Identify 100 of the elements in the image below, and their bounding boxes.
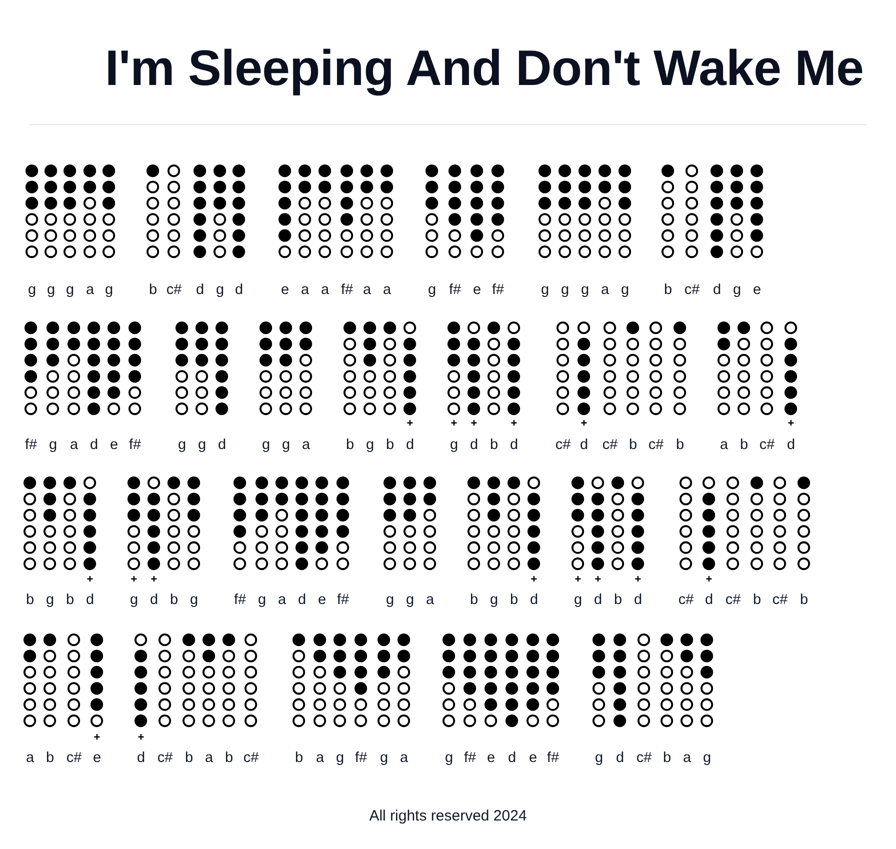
- note-name: g: [620, 282, 630, 298]
- note-name: d: [86, 592, 94, 608]
- note-name: g: [540, 282, 550, 298]
- octave-mark: +: [510, 418, 518, 430]
- note-name: f#: [234, 592, 246, 608]
- note-name: g: [262, 438, 270, 452]
- note-name: c#: [678, 592, 694, 608]
- note-name: b: [148, 282, 158, 298]
- note-name: b: [170, 592, 178, 608]
- note-name: d: [510, 438, 518, 452]
- note-name: g: [48, 438, 58, 452]
- note-name: c#: [684, 282, 700, 298]
- note-name: g: [130, 592, 138, 608]
- note-name: b: [490, 438, 498, 452]
- note-name: g: [574, 592, 582, 608]
- note-name: g: [560, 282, 570, 298]
- octave-mark: +: [138, 732, 144, 744]
- note-name: a: [278, 592, 286, 608]
- note-name: c#: [636, 750, 652, 766]
- note-name: e: [528, 750, 538, 766]
- note-name: a: [400, 750, 408, 766]
- copyright-notice: All rights reserved 2024: [369, 808, 527, 824]
- note-name: g: [732, 282, 742, 298]
- note-name: d: [594, 592, 602, 608]
- note-name: g: [594, 750, 604, 766]
- note-name: b: [224, 750, 234, 766]
- note-name: a: [600, 282, 610, 298]
- note-name: g: [46, 592, 54, 608]
- note-name: g: [198, 438, 206, 452]
- note-name: b: [386, 438, 394, 452]
- note-name: e: [92, 750, 102, 766]
- note-name: d: [616, 750, 624, 766]
- note-name: d: [298, 592, 306, 608]
- note-name: d: [712, 282, 722, 298]
- octave-mark: +: [706, 574, 712, 586]
- note-name: b: [46, 750, 54, 766]
- note-name: g: [66, 282, 74, 298]
- note-name: g: [258, 592, 266, 608]
- note-name: f#: [448, 282, 462, 298]
- note-name: b: [470, 592, 478, 608]
- note-name: a: [682, 750, 692, 766]
- note-name: g: [450, 438, 458, 452]
- note-name: e: [752, 282, 762, 298]
- octave-mark: +: [594, 574, 602, 586]
- octave-mark: +: [86, 574, 94, 586]
- note-name: c#: [166, 282, 182, 298]
- note-name: f#: [492, 282, 504, 298]
- note-name: c#: [725, 592, 741, 608]
- note-name: a: [26, 750, 34, 766]
- note-name: c#: [602, 438, 618, 452]
- note-name: f#: [128, 438, 142, 452]
- note-name: d: [136, 750, 146, 766]
- note-name: g: [428, 282, 436, 298]
- note-name: b: [664, 282, 672, 298]
- note-name: a: [86, 282, 94, 298]
- note-name: c#: [772, 592, 788, 608]
- note-name: f#: [464, 750, 476, 766]
- note-name: d: [470, 438, 478, 452]
- note-name: b: [752, 592, 762, 608]
- note-name: f#: [340, 282, 354, 298]
- note-name: a: [362, 282, 372, 298]
- octave-mark: +: [470, 418, 478, 430]
- note-name: g: [702, 750, 712, 766]
- note-name: g: [386, 592, 394, 608]
- note-name: g: [336, 750, 344, 766]
- octave-mark: +: [130, 574, 138, 586]
- note-name: a: [320, 282, 330, 298]
- note-name: a: [426, 592, 434, 608]
- note-name: g: [490, 592, 498, 608]
- note-name: d: [704, 592, 714, 608]
- note-name: d: [218, 438, 226, 452]
- note-name: e: [486, 750, 496, 766]
- note-name: f#: [24, 438, 38, 452]
- octave-mark: +: [406, 418, 414, 430]
- octave-mark: +: [634, 574, 642, 586]
- note-name: b: [740, 438, 748, 452]
- octave-mark: +: [574, 574, 582, 586]
- note-name: c#: [157, 750, 173, 766]
- note-name: e: [318, 592, 326, 608]
- note-name: g: [282, 438, 290, 452]
- note-name: d: [406, 438, 414, 452]
- octave-mark: +: [450, 418, 458, 430]
- note-name: a: [70, 438, 78, 452]
- note-name: c#: [555, 438, 571, 452]
- note-name: c#: [243, 750, 259, 766]
- note-name: f#: [546, 750, 560, 766]
- note-name: a: [382, 282, 392, 298]
- note-name: d: [508, 750, 516, 766]
- note-name: a: [720, 438, 728, 452]
- note-name: f#: [336, 592, 350, 608]
- octave-mark: +: [150, 574, 158, 586]
- note-name: a: [204, 750, 214, 766]
- note-name: b: [294, 750, 304, 766]
- note-name: d: [786, 438, 796, 452]
- note-name: a: [300, 282, 310, 298]
- note-name: d: [530, 592, 538, 608]
- note-name: g: [104, 282, 114, 298]
- note-name: c#: [648, 438, 664, 452]
- note-name: g: [28, 282, 36, 298]
- note-name: b: [628, 438, 638, 452]
